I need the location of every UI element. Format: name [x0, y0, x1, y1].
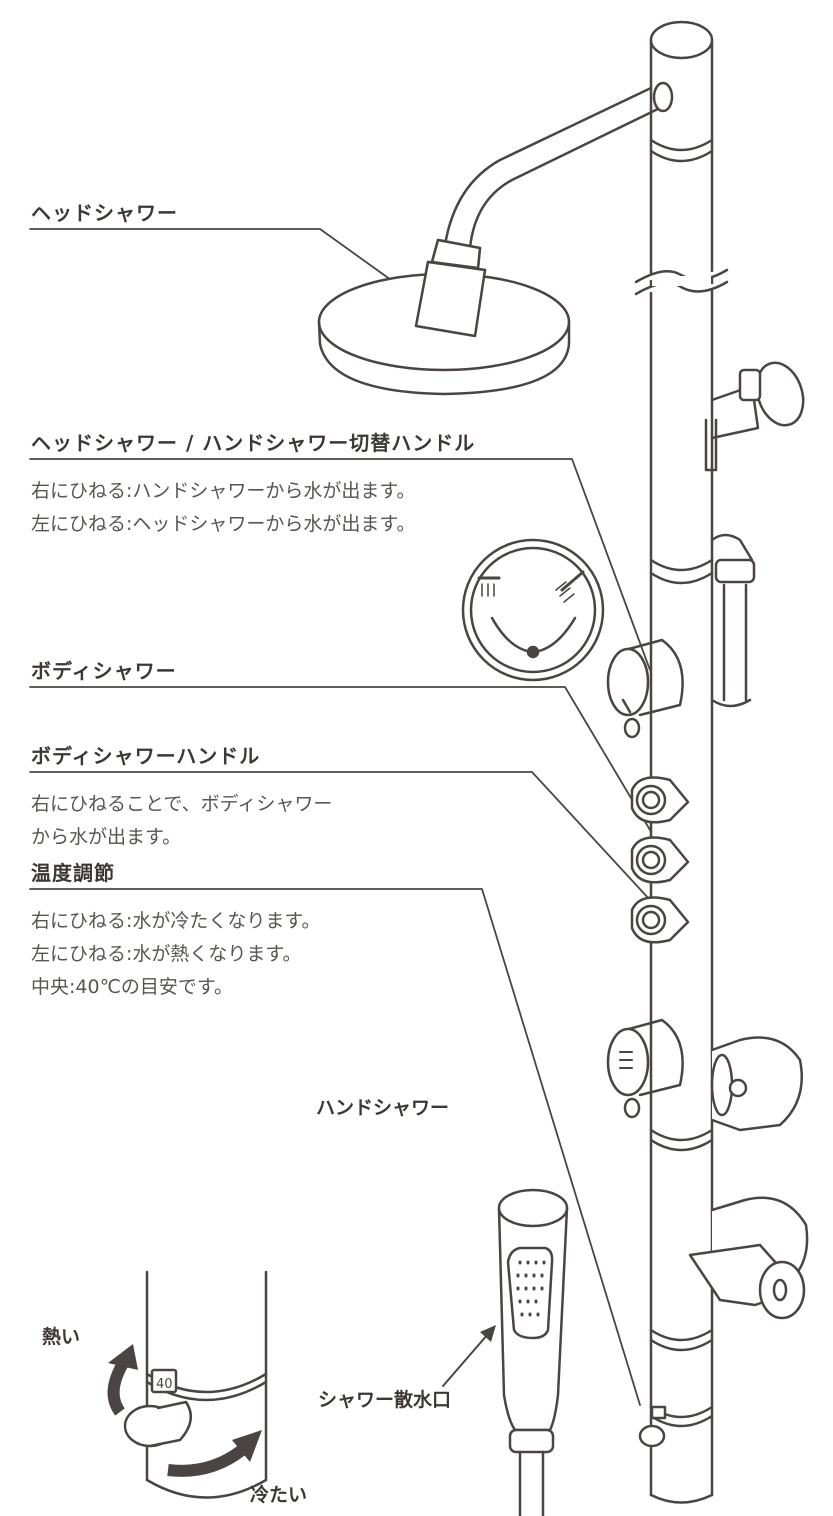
- body-handle-label: ボディシャワーハンドル: [31, 744, 261, 768]
- spray-outlet-label: シャワー散水口: [318, 1389, 452, 1411]
- temperature-description: 右にひねる:水が冷たくなります。 左にひねる:水が熱くなります。 中央:40℃の…: [31, 905, 321, 1004]
- temperature-desc-line: 左にひねる:水が熱くなります。: [31, 943, 302, 965]
- body-handle-description: 右にひねることで、ボディシャワー から水が出ます。: [31, 788, 332, 854]
- switch-handle-label: ヘッドシャワー / ハンドシャワー切替ハンドル: [31, 431, 476, 455]
- switch-handle-description: 右にひねる:ハンドシャワーから水が出ます。 左にひねる:ヘッドシャワーから水が出…: [31, 475, 416, 541]
- hot-label: 熱い: [42, 1326, 81, 1348]
- body-shower-label: ボディシャワー: [31, 659, 177, 683]
- body-shower-nozzles: [630, 776, 690, 944]
- head-shower: [317, 81, 674, 396]
- temperature-desc-line: 右にひねる:水が冷たくなります。: [31, 910, 321, 932]
- temperature-desc-line: 中央:40℃の目安です。: [31, 976, 234, 998]
- switch-dial-detail: [461, 538, 605, 682]
- hand-shower: [442, 1188, 569, 1516]
- temperature-handle: [606, 1018, 684, 1119]
- knob-detail: 40: [107, 1270, 268, 1499]
- cold-label: 冷たい: [250, 1484, 308, 1506]
- main-pipe: [634, 20, 729, 1504]
- lower-holder: [688, 1036, 809, 1320]
- body-handle-desc-line: 右にひねることで、ボディシャワー: [31, 793, 333, 815]
- dial-mark-label: 40: [156, 1377, 173, 1392]
- switch-handle: [606, 638, 684, 739]
- upper-holder: [704, 361, 805, 472]
- hand-shower-label: ハンドシャワー: [316, 1097, 450, 1119]
- switch-desc-line: 右にひねる:ハンドシャワーから水が出ます。: [31, 480, 416, 502]
- leader-lines: [29, 228, 651, 1406]
- hose-connector: [710, 533, 756, 708]
- body-handle-desc-line: から水が出ます。: [31, 826, 182, 848]
- temperature-label: 温度調節: [31, 861, 115, 885]
- head-shower-label: ヘッドシャワー: [31, 201, 178, 225]
- bottom-knob: [638, 1424, 666, 1448]
- switch-desc-line: 左にひねる:ヘッドシャワーから水が出ます。: [31, 513, 416, 535]
